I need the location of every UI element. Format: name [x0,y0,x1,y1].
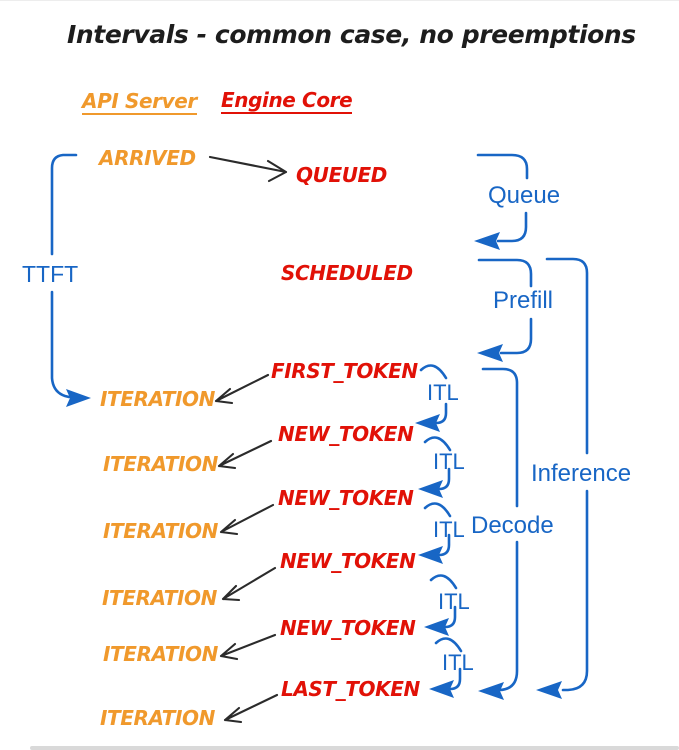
event-iteration-6: ITERATION [100,706,215,730]
itl-arrowhead-4 [424,618,449,636]
arrow-firsttoken-to-iteration [214,373,270,405]
event-new-token-1: NEW_TOKEN [278,422,414,446]
itl-arrowhead-2 [418,480,443,498]
event-iteration-1: ITERATION [100,387,215,411]
event-iteration-2: ITERATION [103,452,218,476]
itl-arc-1 [419,364,448,380]
arrow-newtoken1-to-iteration [217,439,273,470]
interval-label-ttft: TTFT [22,261,79,287]
bottom-scrollbar[interactable] [30,746,679,750]
ttft-bracket-top [50,153,78,256]
itl-arc-3 [423,502,452,518]
interval-label-itl-1: ITL [427,380,459,405]
queue-bracket-top [476,153,529,180]
itl-arrowhead-5 [429,680,454,698]
event-new-token-2: NEW_TOKEN [278,486,414,510]
decode-bracket-bottom [498,540,519,692]
prefill-arrowhead [477,344,503,362]
event-last-token: LAST_TOKEN [281,677,420,701]
prefill-bracket-bottom [499,317,533,355]
event-new-token-3: NEW_TOKEN [280,549,416,573]
interval-label-itl-3: ITL [433,517,465,542]
arrow-newtoken3-to-iteration [221,566,277,602]
itl-arc-2 [423,436,452,452]
itl-arrowhead-1 [415,414,440,432]
interval-label-itl-2: ITL [433,449,465,474]
ttft-arrowhead [66,389,91,407]
itl-hook-5 [445,667,462,691]
itl-hook-2 [434,467,451,491]
ttft-bracket-bottom [50,290,71,399]
event-first-token: FIRST_TOKEN [271,359,418,383]
column-header-engine-core: Engine Core [221,88,353,114]
itl-arrowhead-3 [418,546,443,564]
interval-label-itl-4: ITL [438,589,470,614]
interval-label-prefill: Prefill [493,287,554,314]
arrow-newtoken4-to-iteration [219,633,277,661]
decode-arrowhead [478,682,504,700]
interval-label-itl-5: ITL [442,650,474,675]
event-iteration-5: ITERATION [103,642,218,666]
event-queued: QUEUED [296,163,388,187]
event-scheduled: SCHEDULED [281,261,413,285]
prefill-bracket-top [477,258,533,288]
inference-arrowhead [536,681,562,699]
diagram-title: Intervals - common case, no preemptions [67,20,636,49]
itl-hook-4 [440,605,457,629]
itl-hook-3 [434,533,451,557]
itl-hook-1 [431,402,448,425]
inference-bracket-bottom [561,489,589,692]
queue-bracket-bottom [496,211,528,243]
inference-bracket-top [545,257,589,455]
itl-arc-5 [434,637,463,653]
arrow-lasttoken-to-iteration [223,693,279,724]
arrow-arrived-to-queued [208,155,288,183]
event-iteration-4: ITERATION [102,586,217,610]
decode-bracket-top [481,367,519,508]
event-iteration-3: ITERATION [103,519,218,543]
interval-label-queue: Queue [488,182,561,209]
queue-arrowhead [474,232,500,250]
event-new-token-4: NEW_TOKEN [280,616,416,640]
itl-arc-4 [429,574,458,590]
column-header-api-server: API Server [82,89,197,115]
interval-label-decode: Decode [471,512,554,539]
event-arrived: ARRIVED [99,146,196,170]
interval-label-inference: Inference [531,460,632,487]
arrow-newtoken2-to-iteration [219,503,275,536]
